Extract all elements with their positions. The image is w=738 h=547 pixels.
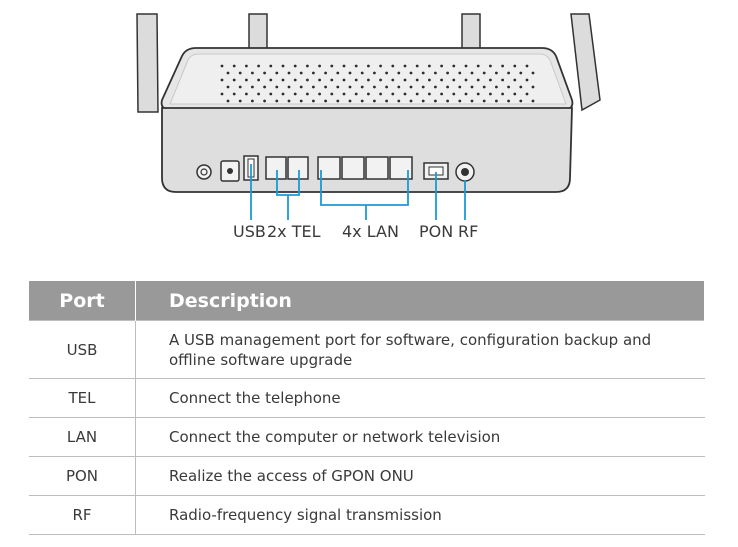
rf-connector	[455, 162, 475, 182]
lan-ports	[317, 156, 413, 180]
router-illustration	[136, 13, 601, 220]
lan-label: 4x LAN	[342, 222, 399, 241]
usb-label: USB	[233, 222, 266, 241]
power-button	[196, 164, 212, 180]
antenna-left-1	[136, 13, 159, 113]
table-row: RF Radio-frequency signal transmission	[29, 495, 705, 535]
port-column-header: Port	[29, 281, 136, 321]
table-row: USB A USB management port for software, …	[29, 320, 705, 379]
tel-label: 2x TEL	[267, 222, 321, 241]
description-column-header: Description	[135, 281, 705, 321]
port-cell: USB	[29, 320, 136, 379]
vent-holes	[220, 64, 535, 103]
description-cell: Connect the computer or network televisi…	[135, 417, 705, 457]
port-cell: PON	[29, 456, 136, 496]
connector-lines	[250, 164, 466, 220]
table-header-row: Port Description	[29, 281, 705, 321]
description-cell: Realize the access of GPON ONU	[135, 456, 705, 496]
port-cell: RF	[29, 495, 136, 535]
port-cell: TEL	[29, 378, 136, 418]
description-cell: Radio-frequency signal transmission	[135, 495, 705, 535]
description-cell: A USB management port for software, conf…	[135, 320, 705, 379]
pon-label: PON	[419, 222, 454, 241]
rf-label: RF	[458, 222, 479, 241]
description-cell: Connect the telephone	[135, 378, 705, 418]
table-row: PON Realize the access of GPON ONU	[29, 456, 705, 496]
antennas	[136, 13, 601, 113]
table-row: LAN Connect the computer or network tele…	[29, 417, 705, 457]
port-cell: LAN	[29, 417, 136, 457]
tel-ports	[265, 156, 309, 180]
port-description-table: Port Description USB A USB management po…	[29, 281, 705, 535]
dc-power-jack	[220, 160, 240, 182]
antenna-right-2	[570, 13, 601, 112]
table-row: TEL Connect the telephone	[29, 378, 705, 418]
